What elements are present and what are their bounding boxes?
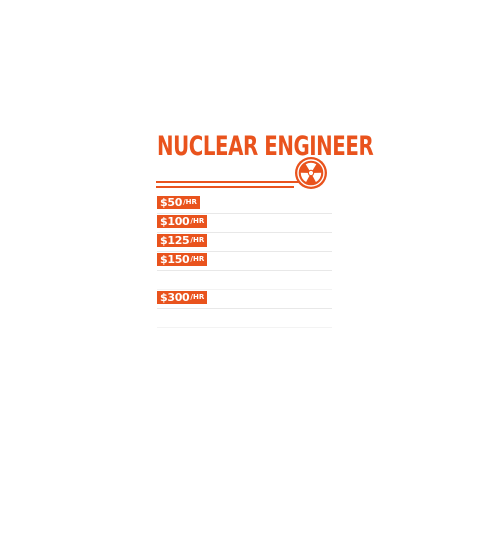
row-divider <box>157 251 332 252</box>
price-unit: /HR <box>190 217 205 225</box>
price-list: $50 /HR $100 /HR $125 /HR $150 /HR <box>157 195 332 328</box>
price-tag: $100 /HR <box>157 215 208 228</box>
row-divider <box>157 213 332 214</box>
price-tag: $150 /HR <box>157 253 208 266</box>
price-amount: $100 <box>160 215 190 228</box>
price-amount: $300 <box>160 291 190 304</box>
price-row: $50 /HR <box>157 195 332 214</box>
price-amount: $150 <box>160 253 190 266</box>
price-row-blank <box>157 271 332 290</box>
title-underline <box>156 181 304 183</box>
row-divider <box>157 270 332 271</box>
row-divider <box>157 327 332 328</box>
price-row: $125 /HR <box>157 233 332 252</box>
title-underline-second <box>156 186 294 188</box>
price-tag: $125 /HR <box>157 234 208 247</box>
price-row: $150 /HR <box>157 252 332 271</box>
price-amount: $50 <box>160 196 183 209</box>
row-divider <box>157 308 332 309</box>
price-unit: /HR <box>190 255 205 263</box>
price-unit: /HR <box>190 236 205 244</box>
price-row: $300 /HR <box>157 290 332 309</box>
price-row: $100 /HR <box>157 214 332 233</box>
design-title: NUCLEAR ENGINEER <box>157 132 374 162</box>
radiation-trefoil-icon <box>295 157 327 189</box>
price-tag: $50 /HR <box>157 196 200 209</box>
price-tag: $300 /HR <box>157 291 208 304</box>
price-amount: $125 <box>160 234 190 247</box>
price-unit: /HR <box>190 293 205 301</box>
shirt-design: NUCLEAR ENGINEER $50 /HR $100 /HR <box>140 122 374 352</box>
row-divider <box>157 289 332 290</box>
row-divider <box>157 232 332 233</box>
price-unit: /HR <box>183 198 197 206</box>
price-row-blank <box>157 309 332 328</box>
